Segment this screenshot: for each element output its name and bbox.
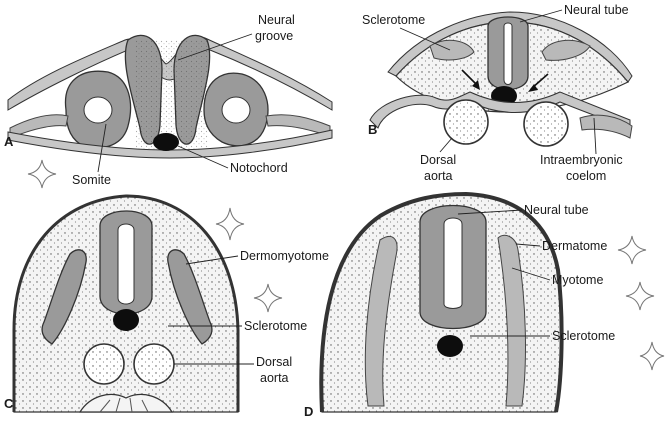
panel-letter-c: C <box>4 396 14 411</box>
notochord-c <box>113 309 139 331</box>
label-dermomyotome-c: Dermomyotome <box>240 249 329 263</box>
label-sclerotome-b: Sclerotome <box>362 13 425 27</box>
label-neural-groove-2: groove <box>255 29 293 43</box>
label-intraembryonic-b: Intraembryonic <box>540 153 623 167</box>
label-dorsal-aorta-b-1: Dorsal <box>420 153 456 167</box>
label-neural-tube-d: Neural tube <box>524 203 589 217</box>
sparkle-icon <box>216 208 244 240</box>
panel-a: Neural groove Notochord Somite A <box>4 13 332 187</box>
label-notochord-a: Notochord <box>230 161 288 175</box>
notochord-a <box>153 133 179 151</box>
panel-letter-d: D <box>304 404 313 419</box>
label-myotome-d: Myotome <box>552 273 603 287</box>
panel-d: Neural tube Dermatome Myotome Sclerotome… <box>304 194 615 419</box>
label-somite: Somite <box>72 173 111 187</box>
sparkle-icon <box>254 284 282 312</box>
label-neural-tube-b: Neural tube <box>564 3 629 17</box>
label-coelom-b: coelom <box>566 169 606 183</box>
notochord-d <box>437 335 463 357</box>
label-sclerotome-d: Sclerotome <box>552 329 615 343</box>
label-dorsal-aorta-c-1: Dorsal <box>256 355 292 369</box>
sparkle-icon <box>626 282 654 310</box>
label-dermatome-d: Dermatome <box>542 239 607 253</box>
sparkle-icon <box>618 236 646 264</box>
label-dorsal-aorta-b-2: aorta <box>424 169 453 183</box>
panel-b: Sclerotome Neural tube Dorsal aorta Intr… <box>362 3 632 183</box>
panel-letter-b: B <box>368 122 377 137</box>
label-sclerotome-c: Sclerotome <box>244 319 307 333</box>
panel-c: Dermomyotome Sclerotome Dorsal aorta C <box>4 196 329 412</box>
sparkle-icon <box>28 160 56 188</box>
panel-letter-a: A <box>4 134 14 149</box>
label-neural-groove-1: Neural <box>258 13 295 27</box>
sparkle-icon <box>640 342 664 370</box>
label-dorsal-aorta-c-2: aorta <box>260 371 289 385</box>
